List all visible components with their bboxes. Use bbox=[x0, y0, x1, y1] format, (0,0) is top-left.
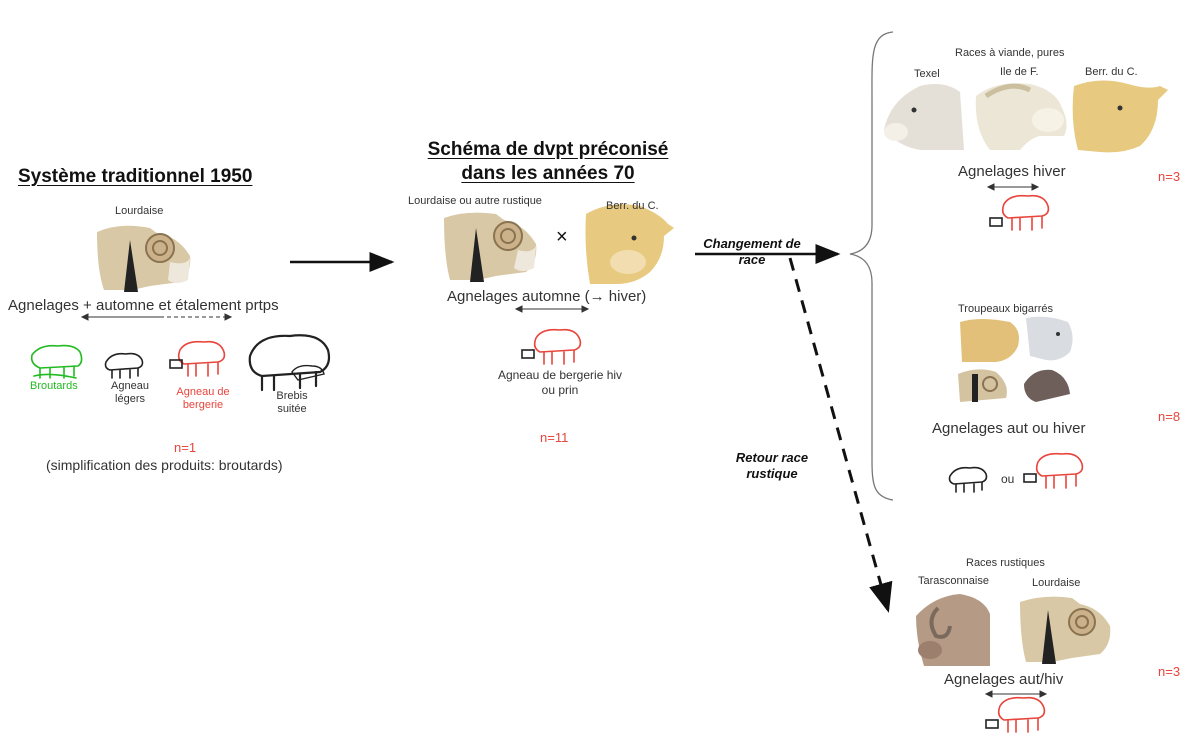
mixed-flock-head-photo-4 bbox=[1024, 369, 1070, 402]
recommended-product: Agneau de bergerie hiv ou prin bbox=[497, 368, 623, 397]
ile-de-france-head-photo bbox=[975, 83, 1067, 150]
lourdaise-head-photo-rustic bbox=[1020, 596, 1111, 664]
light-lamb-icon-mixed bbox=[948, 466, 988, 493]
recommended-title: Schéma de dvpt préconisé dans les années… bbox=[398, 138, 698, 186]
trough-icon-traditional bbox=[169, 359, 183, 369]
arrow-return-rustic bbox=[788, 257, 893, 613]
light-lamb-icon bbox=[104, 352, 144, 379]
ewe-with-lamb-icon bbox=[248, 334, 331, 392]
cross-symbol: × bbox=[556, 226, 568, 248]
meat-breeds-title: Races à viande, pures bbox=[955, 47, 1065, 59]
trough-icon-meat bbox=[989, 217, 1003, 227]
traditional-breed-label: Lourdaise bbox=[115, 205, 164, 217]
rustic-lambing: Agnelages aut/hiv bbox=[944, 671, 1064, 688]
recommended-n: n=11 bbox=[540, 430, 569, 445]
trough-icon-mixed bbox=[1023, 473, 1037, 483]
rustic-breeds-title: Races rustiques bbox=[966, 557, 1045, 569]
mixed-n: n=8 bbox=[1158, 409, 1181, 424]
rustic-breed-lourdaise: Lourdaise bbox=[1032, 577, 1081, 589]
product-ewe-with-lamb: Brebis suitée bbox=[276, 390, 308, 415]
texel-head-photo bbox=[884, 84, 964, 150]
mixed-flock-head-photo-3 bbox=[958, 369, 1007, 402]
change-breed-label: Changement de race bbox=[703, 236, 801, 267]
berrichon-head-photo-meat bbox=[1072, 80, 1168, 153]
meat-breed-ile-de-france: Ile de F. bbox=[1000, 66, 1039, 78]
mixed-or-label: ou bbox=[1001, 472, 1015, 486]
mixed-flock-head-photo-2 bbox=[1026, 316, 1073, 361]
product-sheepfold-lamb: Agneau de bergerie bbox=[176, 386, 230, 411]
mixed-flock-head-photo-1 bbox=[960, 319, 1019, 362]
meat-n: n=3 bbox=[1158, 169, 1181, 184]
recommended-title-line1: Schéma de dvpt préconisé bbox=[427, 139, 669, 160]
return-rustic-label: Retour race rustique bbox=[735, 450, 809, 481]
traditional-lambing: Agnelages + automne et étalement prtps bbox=[8, 297, 279, 314]
mixed-lambing: Agnelages aut ou hiver bbox=[932, 420, 1086, 437]
recommended-breed-left: Lourdaise ou autre rustique bbox=[408, 195, 542, 207]
product-light-lamb: Agneau légers bbox=[111, 380, 149, 405]
berrichon-head-photo-recommended bbox=[585, 204, 674, 284]
traditional-n: n=1 bbox=[174, 440, 197, 455]
sheepfold-lamb-icon bbox=[177, 340, 226, 377]
mixed-flocks-title: Troupeaux bigarrés bbox=[958, 303, 1053, 315]
outcome-brace bbox=[849, 31, 894, 501]
meat-lambing: Agnelages hiver bbox=[958, 163, 1066, 180]
recommended-lambing: Agnelages automne (→ hiver) bbox=[447, 288, 647, 305]
sheepfold-lamb-icon-meat bbox=[1001, 194, 1050, 231]
rustic-breed-tarasconnaise: Tarasconnaise bbox=[918, 575, 989, 587]
traditional-note: (simplification des produits: broutards) bbox=[46, 457, 283, 473]
broutards-lamb-icon bbox=[30, 344, 83, 379]
recommended-title-line2: dans les années 70 bbox=[461, 163, 635, 184]
lourdaise-head-photo-recommended bbox=[444, 212, 537, 282]
trough-icon-rustic bbox=[985, 719, 999, 729]
sheepfold-lamb-icon-rustic bbox=[997, 696, 1046, 733]
tarasconnaise-head-photo bbox=[916, 594, 990, 666]
recommended-breed-right: Berr. du C. bbox=[606, 200, 659, 212]
product-broutards: Broutards bbox=[30, 380, 78, 392]
lourdaise-head-photo-traditional bbox=[95, 222, 193, 292]
trough-icon-recommended bbox=[521, 349, 535, 359]
traditional-title: Système traditionnel 1950 bbox=[18, 166, 253, 187]
meat-breed-texel: Texel bbox=[914, 68, 940, 80]
meat-breed-berrichon: Berr. du C. bbox=[1085, 66, 1138, 78]
sheepfold-lamb-icon-recommended bbox=[533, 328, 582, 365]
rustic-n: n=3 bbox=[1158, 664, 1181, 679]
sheepfold-lamb-icon-mixed bbox=[1035, 452, 1084, 489]
